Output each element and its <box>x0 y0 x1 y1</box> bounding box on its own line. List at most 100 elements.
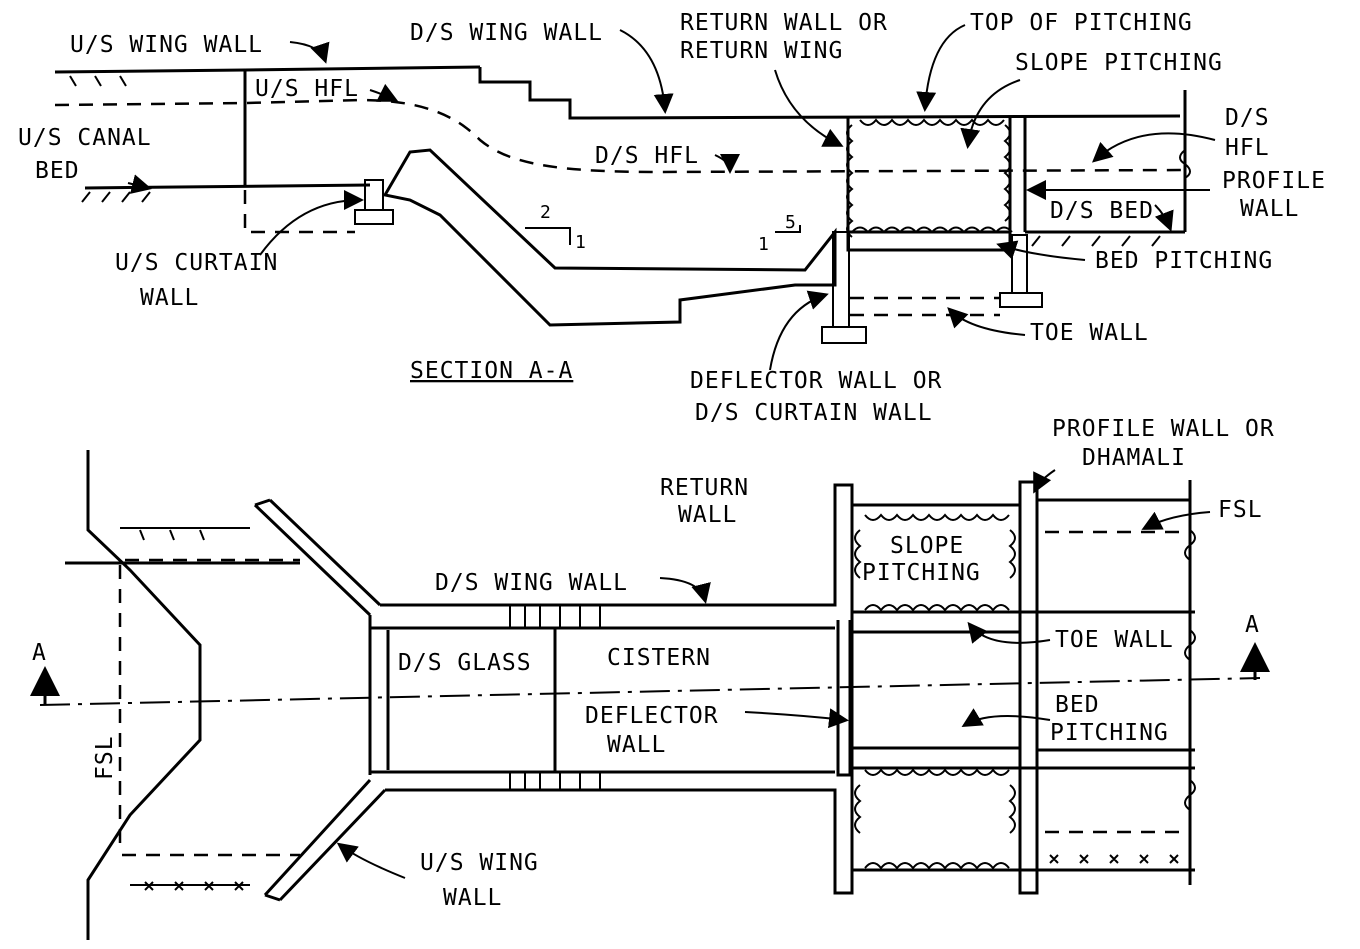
label-deflector-wall-plan-2: WALL <box>607 732 666 758</box>
slope-pitching-left <box>846 124 854 238</box>
leader-ds-wing <box>619 29 674 114</box>
toe-dashed <box>850 296 1000 317</box>
leader-slope-pitching <box>960 79 1021 149</box>
slope-pitching-right <box>1003 124 1011 222</box>
slope-mark-deflector <box>775 225 801 233</box>
us-canal-outline <box>86 450 202 940</box>
ds-wing-wall-outline <box>380 483 854 895</box>
label-toe-wall: TOE WALL <box>1030 320 1149 346</box>
label-ds-wing-wall-plan: D/S WING WALL <box>435 570 628 596</box>
us-fsl-dashed <box>122 558 300 857</box>
deflector-wall-plan <box>836 620 852 777</box>
label-bed-pitching: BED PITCHING <box>1095 248 1273 274</box>
label-ds-wing-wall: D/S WING WALL <box>410 20 603 46</box>
label-profile-wall-plan-1: PROFILE WALL OR <box>1052 416 1275 442</box>
us-wing-wall-top-line <box>54 65 481 74</box>
bed-pitching-block <box>846 230 1012 252</box>
slope-value-5: 5 <box>785 212 796 233</box>
us-bed-dashed <box>243 190 355 234</box>
label-return-wall-plan-1: RETURN <box>660 475 749 501</box>
leader-fsl-plan <box>1141 511 1211 530</box>
label-deflector-wall-2: D/S CURTAIN WALL <box>695 400 933 426</box>
label-cistern: CISTERN <box>607 645 711 671</box>
bed-hatch <box>81 191 151 203</box>
us-wing-wall-upper <box>253 498 382 617</box>
us-wing-wall-lower-cap <box>264 893 281 902</box>
leader-ds-hfl <box>1092 132 1216 163</box>
leader-top-pitching <box>916 24 966 112</box>
leader-us-hfl <box>369 83 399 102</box>
leader-profile-wall-plan <box>1033 469 1056 494</box>
leader-toe-wall-plan <box>967 621 1051 644</box>
label-return-wall-plan-2: WALL <box>678 502 737 528</box>
section-title: SECTION A-A <box>410 358 573 384</box>
pitching-grid <box>852 503 1195 872</box>
slope-pitching-scallops-lower <box>864 768 1010 776</box>
label-fsl-right: FSL <box>1218 497 1263 523</box>
ds-bed-hatch <box>1031 235 1161 247</box>
label-bed-pitching-plan-1: BED <box>1055 692 1100 718</box>
leader-bed-pitching <box>996 240 1086 261</box>
label-slope-pitching-plan-1: SLOPE <box>890 533 964 559</box>
slope-pitching-scallops-mid <box>864 604 1010 612</box>
break-mark-section <box>1179 149 1191 179</box>
leader-return-wall <box>774 69 844 147</box>
label-fsl-left: FSL <box>92 735 118 780</box>
bed-pitching-scallops <box>851 226 1013 234</box>
label-us-canal-bed-2: BED <box>35 158 80 184</box>
slope-value-1a: 1 <box>575 232 586 253</box>
label-toe-wall-plan: TOE WALL <box>1055 627 1174 653</box>
ds-channel-lines <box>1037 498 1195 752</box>
label-slope-pitching-plan-2: PITCHING <box>862 560 981 586</box>
label-ds-hfl-right-1: D/S <box>1225 105 1270 131</box>
section-mark-right: A <box>1245 612 1260 638</box>
label-ds-bed: D/S BED <box>1050 198 1154 224</box>
us-canal-bed-line <box>84 183 371 190</box>
leader-ds-bed <box>1154 204 1174 232</box>
profile-wall-plan <box>1018 480 1039 895</box>
leader-deflector-plan <box>744 708 849 729</box>
label-top-of-pitching: TOP OF PITCHING <box>970 10 1193 36</box>
break-marks-plan <box>1184 529 1196 811</box>
hfl-line <box>54 98 1191 174</box>
glacis-concrete <box>382 148 837 327</box>
label-profile-wall-1: PROFILE <box>1222 168 1326 194</box>
label-ds-hfl: D/S HFL <box>595 143 699 169</box>
us-bank-ticks <box>139 529 205 541</box>
profile-wall <box>1008 116 1027 232</box>
section-mark-left: A <box>32 640 47 666</box>
label-profile-wall-plan-2: DHAMALI <box>1082 445 1186 471</box>
toe-wall <box>1011 234 1028 294</box>
slope-pitching-side-scallops <box>854 529 1016 834</box>
label-slope-pitching: SLOPE PITCHING <box>1015 50 1223 76</box>
leader-us-curtain <box>259 190 364 256</box>
deflector-footing <box>821 326 867 344</box>
label-return-wall-1: RETURN WALL OR <box>680 10 888 36</box>
leader-toe-wall <box>947 307 1026 336</box>
leader-bed-pitching-plan <box>961 708 1051 728</box>
ds-wing-wall-steps <box>478 67 1181 120</box>
us-bank-crosses <box>144 881 244 891</box>
label-return-wall-2: RETURN WING <box>680 38 843 64</box>
wing-wall-joints-top <box>509 605 601 628</box>
label-us-wing-wall-plan-1: U/S WING <box>420 850 539 876</box>
label-us-wing-wall-plan-2: WALL <box>443 885 502 911</box>
slope-pitching-scallops-top <box>864 513 1010 521</box>
leader-ds-hfl-mid <box>714 153 740 174</box>
leader-us-wing-plan <box>336 842 406 879</box>
label-deflector-wall-plan-1: DEFLECTOR <box>585 703 719 729</box>
wing-wall-joints-bottom <box>509 772 601 790</box>
toe-wall-footing <box>999 292 1043 308</box>
label-us-curtain-wall-1: U/S CURTAIN <box>115 250 278 276</box>
slope-value-1b: 1 <box>758 234 769 255</box>
leader-deflector-wall <box>769 290 829 371</box>
label-us-hfl: U/S HFL <box>255 76 359 102</box>
plan-view: PROFILE WALL OR DHAMALI RETURN WALL FSL … <box>30 416 1275 940</box>
us-curtain-footing <box>354 209 394 225</box>
label-us-wing-wall: U/S WING WALL <box>70 32 263 58</box>
ground-hatch <box>69 75 127 87</box>
section-line-aa <box>39 677 1261 706</box>
label-us-canal-bed-1: U/S CANAL <box>18 125 152 151</box>
label-us-curtain-wall-2: WALL <box>140 285 199 311</box>
section-view: U/S WING WALL D/S WING WALL RETURN WALL … <box>18 10 1326 426</box>
